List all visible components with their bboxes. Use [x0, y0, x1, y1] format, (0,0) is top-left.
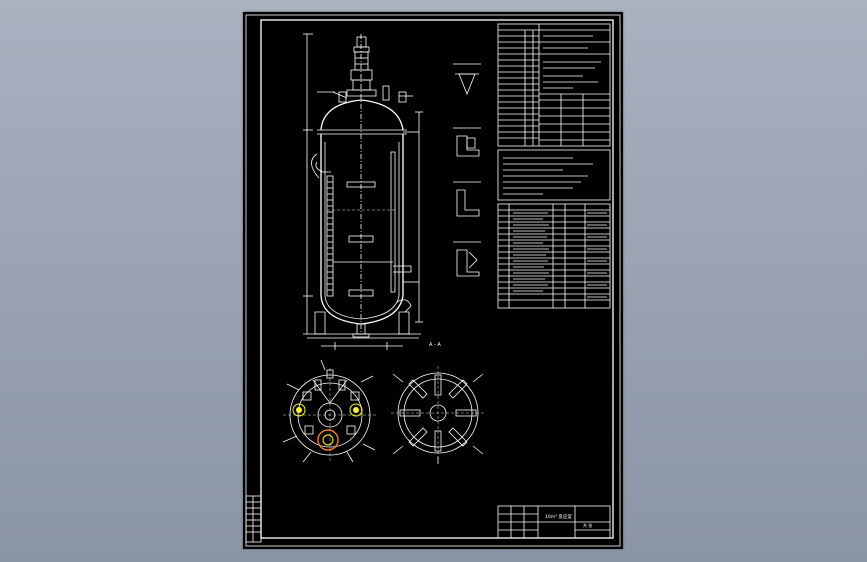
nozzle-orientation-plan — [282, 359, 377, 463]
detail-views — [453, 63, 481, 277]
technical-data-table — [497, 23, 611, 147]
cad-drawing: A - A — [245, 14, 621, 547]
revision-strip — [245, 495, 262, 543]
section-label: A - A — [429, 342, 441, 348]
title-block — [497, 505, 611, 539]
outer-frame — [245, 14, 621, 547]
drawing-sheet: A - A — [243, 12, 623, 549]
sheet-count: 共 张 — [583, 522, 592, 528]
parts-list-table — [497, 203, 611, 309]
drawing-title: 10m³ 反应釜 — [545, 513, 572, 520]
technical-notes — [497, 149, 611, 201]
section-a-a-view: A - A — [391, 342, 485, 464]
inner-border — [260, 19, 614, 539]
reactor-elevation-view — [303, 33, 423, 350]
